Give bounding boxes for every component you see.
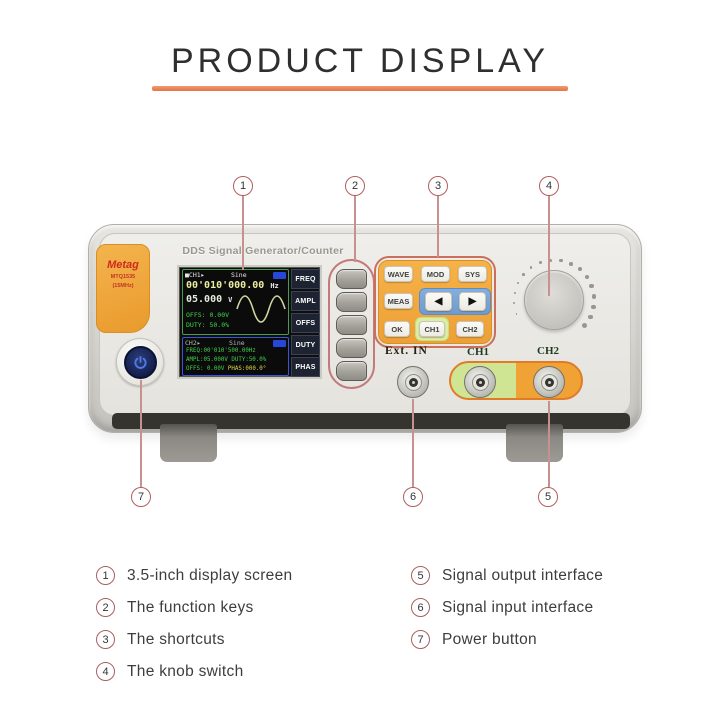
callout-line-6 bbox=[412, 399, 414, 487]
ch1-amplitude: 05.000 V bbox=[186, 294, 233, 305]
legend-text-5: Signal output interface bbox=[442, 566, 604, 584]
ch1-label: ■CH1▸ bbox=[185, 271, 205, 279]
legend-text-2: The function keys bbox=[127, 598, 254, 616]
title-underline bbox=[152, 86, 568, 91]
knob-switch bbox=[524, 270, 584, 330]
bnc-connector-ext-in bbox=[397, 366, 429, 398]
screen-softkey-menu: FREQ AMPL OFFS DUTY PHAS bbox=[291, 269, 320, 377]
brand-model: MTQ1535 bbox=[110, 274, 136, 280]
legend-text-1: 3.5-inch display screen bbox=[127, 566, 293, 584]
ch2-output-label: CH2 bbox=[537, 345, 559, 357]
ch1-duty: DUTY: 50.0% bbox=[186, 321, 230, 329]
callout-line-4 bbox=[548, 196, 550, 296]
ext-in-label: Ext. IN bbox=[385, 345, 428, 357]
legend-item-1: 1 3.5-inch display screen bbox=[96, 566, 292, 585]
brand-frequency: (15MHz) bbox=[112, 283, 134, 289]
callout-1: 1 bbox=[233, 176, 253, 196]
legend-item-5: 5 Signal output interface bbox=[411, 566, 603, 585]
power-button bbox=[116, 338, 164, 386]
callout-2: 2 bbox=[345, 176, 365, 196]
legend-right-column: 5 Signal output interface 6 Signal input… bbox=[411, 566, 603, 649]
ch1-waveform-label: Sine bbox=[230, 271, 247, 279]
callout-5: 5 bbox=[538, 487, 558, 507]
legend-text-7: Power button bbox=[442, 630, 537, 648]
shortcuts-highlight bbox=[374, 256, 496, 348]
function-key-3 bbox=[336, 315, 367, 335]
bnc-connector-ch1 bbox=[464, 366, 496, 398]
ch1-mode-badge bbox=[272, 271, 286, 279]
display-screen: ■CH1▸ Sine 00'010'000.00 Hz 05.000 V OFF… bbox=[179, 267, 320, 377]
bnc-connector-ch2 bbox=[533, 366, 565, 398]
function-key-1 bbox=[336, 269, 367, 289]
legend-number-6: 6 bbox=[411, 598, 430, 617]
ch2-panel: CH2▸ Sine FREQ:00'010'500.00Hz AMPL:05.0… bbox=[182, 337, 289, 376]
menu-freq: FREQ bbox=[291, 269, 320, 289]
ch1-frequency: 00'010'000.00 Hz bbox=[186, 280, 279, 291]
ch2-amplitude-line: AMPL:05.000V DUTY:50.0% bbox=[186, 357, 267, 363]
callout-line-7 bbox=[140, 380, 142, 487]
ch1-output-label: CH1 bbox=[467, 346, 489, 358]
device-foot-left bbox=[160, 424, 217, 462]
right-arrow-key: ▶ bbox=[459, 292, 486, 311]
function-key-5 bbox=[336, 361, 367, 381]
legend-item-7: 7 Power button bbox=[411, 630, 603, 649]
callout-line-5 bbox=[548, 401, 550, 487]
legend-item-2: 2 The function keys bbox=[96, 598, 292, 617]
legend-number-4: 4 bbox=[96, 662, 115, 681]
legend-text-6: Signal input interface bbox=[442, 598, 594, 616]
ch1-panel: ■CH1▸ Sine 00'010'000.00 Hz 05.000 V OFF… bbox=[182, 269, 289, 335]
legend-left-column: 1 3.5-inch display screen 2 The function… bbox=[96, 566, 292, 681]
legend-number-1: 1 bbox=[96, 566, 115, 585]
function-key-2 bbox=[336, 292, 367, 312]
meas-key: MEAS bbox=[384, 293, 413, 309]
callout-line-3 bbox=[437, 196, 439, 257]
ch2-frequency-line: FREQ:00'010'500.00Hz bbox=[186, 348, 256, 354]
legend-text-4: The knob switch bbox=[127, 662, 244, 680]
ch2-waveform-label: Sine bbox=[229, 339, 245, 347]
legend-number-3: 3 bbox=[96, 630, 115, 649]
callout-line-2 bbox=[354, 196, 356, 262]
ch2-label: CH2▸ bbox=[185, 339, 201, 347]
legend-number-2: 2 bbox=[96, 598, 115, 617]
callout-6: 6 bbox=[403, 487, 423, 507]
ch1-offset: OFFS: 0.00V bbox=[186, 311, 230, 319]
menu-duty: DUTY bbox=[291, 335, 320, 355]
menu-ampl: AMPL bbox=[291, 291, 320, 311]
ch2-offset-line: OFFS: 0.00V PHAS:000.0° bbox=[186, 366, 267, 372]
callout-line-1 bbox=[242, 196, 244, 270]
ok-key: OK bbox=[384, 321, 410, 337]
page-title: PRODUCT DISPLAY bbox=[170, 42, 550, 80]
device-foot-right bbox=[506, 424, 563, 462]
callout-3: 3 bbox=[428, 176, 448, 196]
legend-item-6: 6 Signal input interface bbox=[411, 598, 603, 617]
left-arrow-key: ◀ bbox=[425, 292, 452, 311]
wave-key: WAVE bbox=[384, 266, 413, 282]
legend-item-4: 4 The knob switch bbox=[96, 662, 292, 681]
callout-7: 7 bbox=[131, 487, 151, 507]
power-icon bbox=[123, 345, 157, 379]
sys-key: SYS bbox=[458, 266, 487, 282]
mod-key: MOD bbox=[421, 266, 450, 282]
device-base bbox=[112, 413, 630, 429]
menu-offs: OFFS bbox=[291, 313, 320, 333]
ch1-key: CH1 bbox=[419, 321, 445, 337]
brand-logo: Metag bbox=[107, 259, 139, 271]
legend-item-3: 3 The shortcuts bbox=[96, 630, 292, 649]
function-key-4 bbox=[336, 338, 367, 358]
brand-badge: Metag MTQ1535 (15MHz) bbox=[96, 244, 150, 333]
menu-phas: PHAS bbox=[291, 357, 320, 377]
knob-scale-dots bbox=[512, 258, 597, 342]
legend-text-3: The shortcuts bbox=[127, 630, 225, 648]
ch2-mode-badge bbox=[273, 339, 286, 347]
ch2-key: CH2 bbox=[456, 321, 484, 337]
legend-number-7: 7 bbox=[411, 630, 430, 649]
sine-wave-graphic bbox=[236, 295, 286, 323]
callout-4: 4 bbox=[539, 176, 559, 196]
device-model-title: DDS Signal Generator/Counter bbox=[182, 245, 344, 257]
legend-number-5: 5 bbox=[411, 566, 430, 585]
